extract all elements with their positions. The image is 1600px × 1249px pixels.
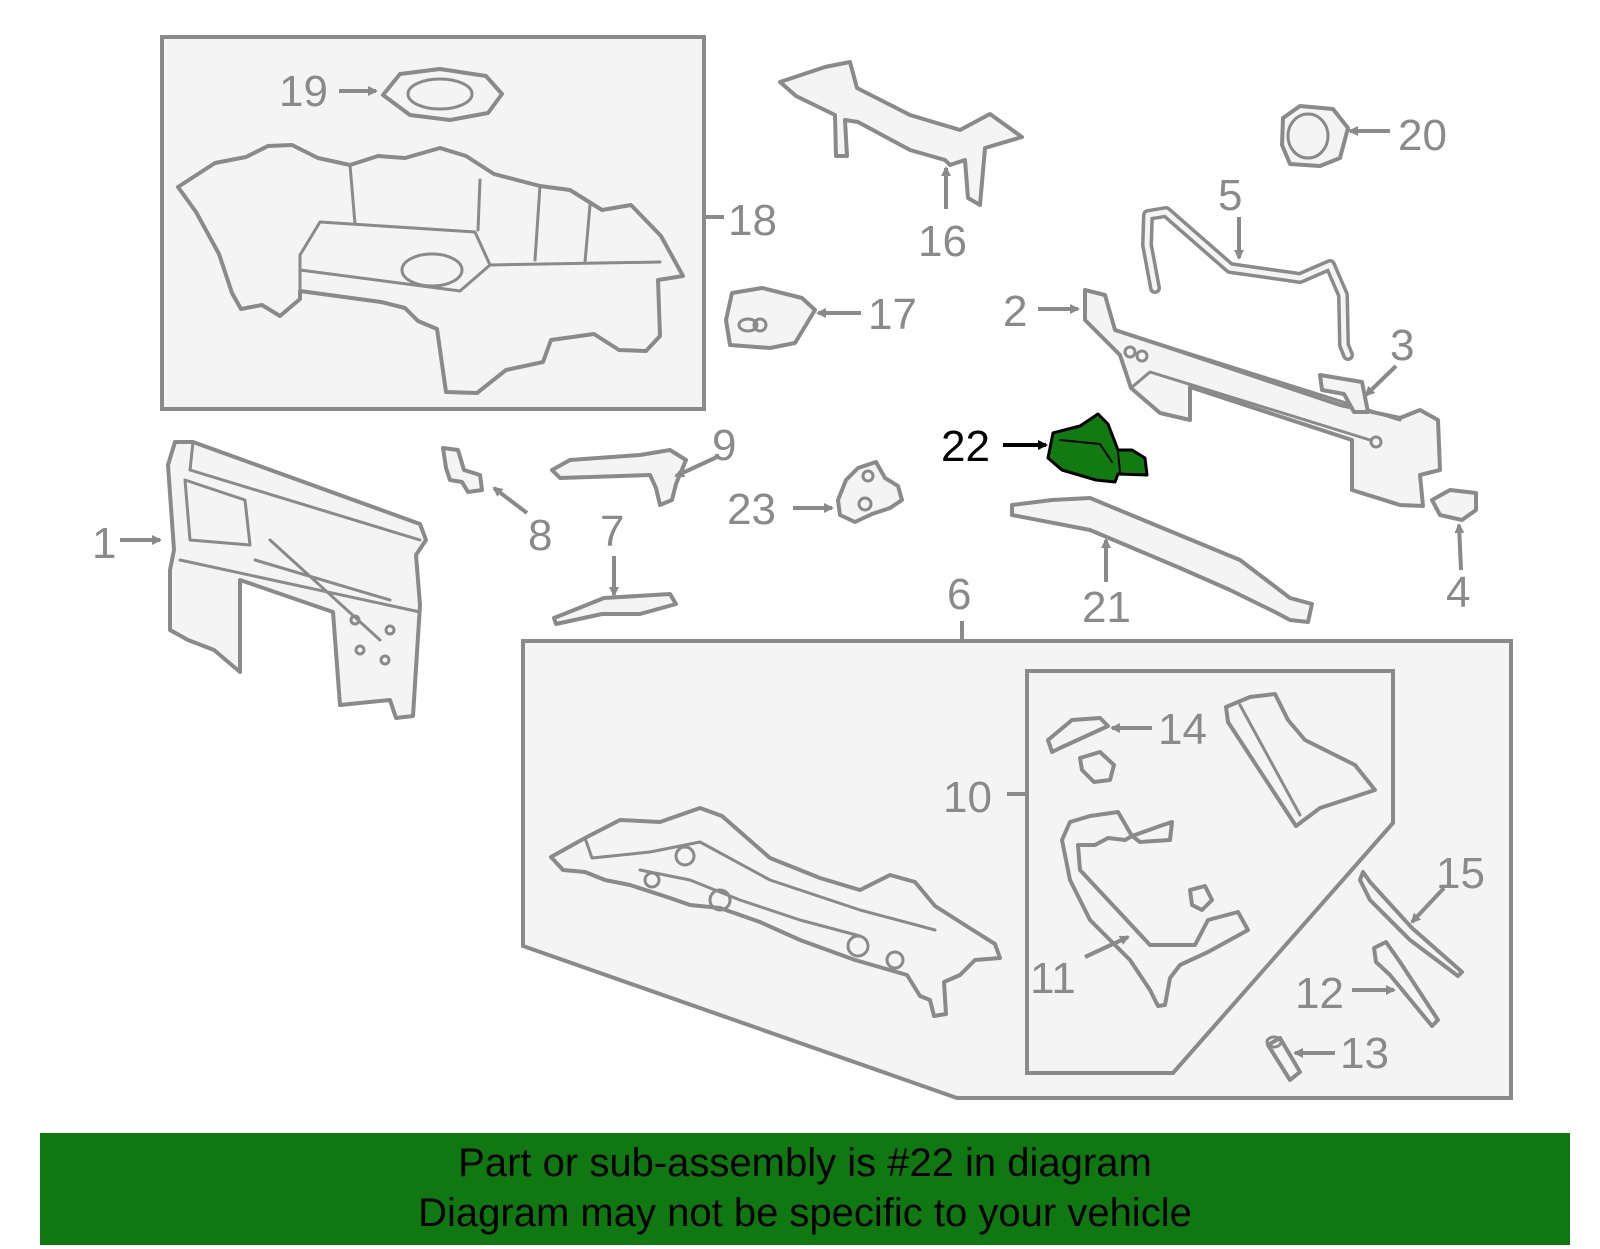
part-11-panel-frame[interactable]	[1060, 810, 1250, 1008]
callout-10[interactable]: 10	[943, 773, 992, 822]
callout-21[interactable]: 21	[1082, 583, 1131, 632]
callout-19[interactable]: 19	[279, 67, 328, 116]
part-9-bracket[interactable]	[550, 448, 688, 507]
callout-2[interactable]: 2	[1003, 287, 1027, 336]
callout-4[interactable]: 4	[1446, 568, 1470, 617]
callout-11[interactable]: 11	[1030, 954, 1076, 1003]
part-10-trim-panel[interactable]	[1224, 692, 1377, 828]
part-14-bracket[interactable]	[1046, 716, 1116, 784]
part-22-bracket-highlighted[interactable]	[1046, 412, 1149, 484]
info-banner: Part or sub-assembly is #22 in diagram D…	[40, 1133, 1570, 1245]
callout-7[interactable]: 7	[600, 507, 624, 556]
part-1-bulkhead[interactable]	[166, 440, 428, 720]
callout-20[interactable]: 20	[1398, 111, 1447, 160]
part-21-rail[interactable]	[1010, 496, 1314, 624]
callout-1[interactable]: 1	[92, 519, 116, 568]
callout-6[interactable]: 6	[947, 570, 971, 619]
callout-22[interactable]: 22	[941, 422, 990, 471]
banner-line-1: Part or sub-assembly is #22 in diagram	[458, 1141, 1152, 1185]
callout-9[interactable]: 9	[712, 421, 736, 470]
callout-17[interactable]: 17	[868, 290, 917, 339]
callout-5[interactable]: 5	[1218, 171, 1242, 220]
part-23-bracket[interactable]	[836, 460, 904, 524]
part-4-clip[interactable]	[1430, 488, 1478, 522]
callout-14[interactable]: 14	[1158, 705, 1207, 754]
callout-16[interactable]: 16	[918, 217, 967, 266]
callout-12[interactable]: 12	[1295, 969, 1344, 1018]
part-7-brace[interactable]	[552, 592, 678, 626]
part-3-bracket[interactable]	[1318, 373, 1370, 414]
part-19-cover[interactable]	[381, 67, 504, 122]
part-18-rear-compartment-pan[interactable]	[176, 143, 685, 395]
banner-line-2: Diagram may not be specific to your vehi…	[418, 1191, 1192, 1235]
callout-8[interactable]: 8	[528, 511, 552, 560]
part-17-bracket[interactable]	[724, 286, 817, 350]
part-8-clip[interactable]	[441, 446, 484, 494]
part-20-plug[interactable]	[1280, 104, 1350, 168]
callout-23[interactable]: 23	[727, 485, 776, 534]
callout-18[interactable]: 18	[728, 196, 777, 245]
part-15-trim-strip[interactable]	[1358, 870, 1464, 978]
callout-3[interactable]: 3	[1390, 321, 1414, 370]
part-12-strut[interactable]	[1372, 940, 1440, 1028]
part-13-bushing[interactable]	[1265, 1035, 1302, 1082]
part-6-floor-structure[interactable]	[549, 806, 1002, 1018]
part-5-brace[interactable]	[1141, 206, 1354, 361]
callout-13[interactable]: 13	[1340, 1029, 1389, 1078]
part-16-crossmember[interactable]	[778, 60, 1024, 207]
